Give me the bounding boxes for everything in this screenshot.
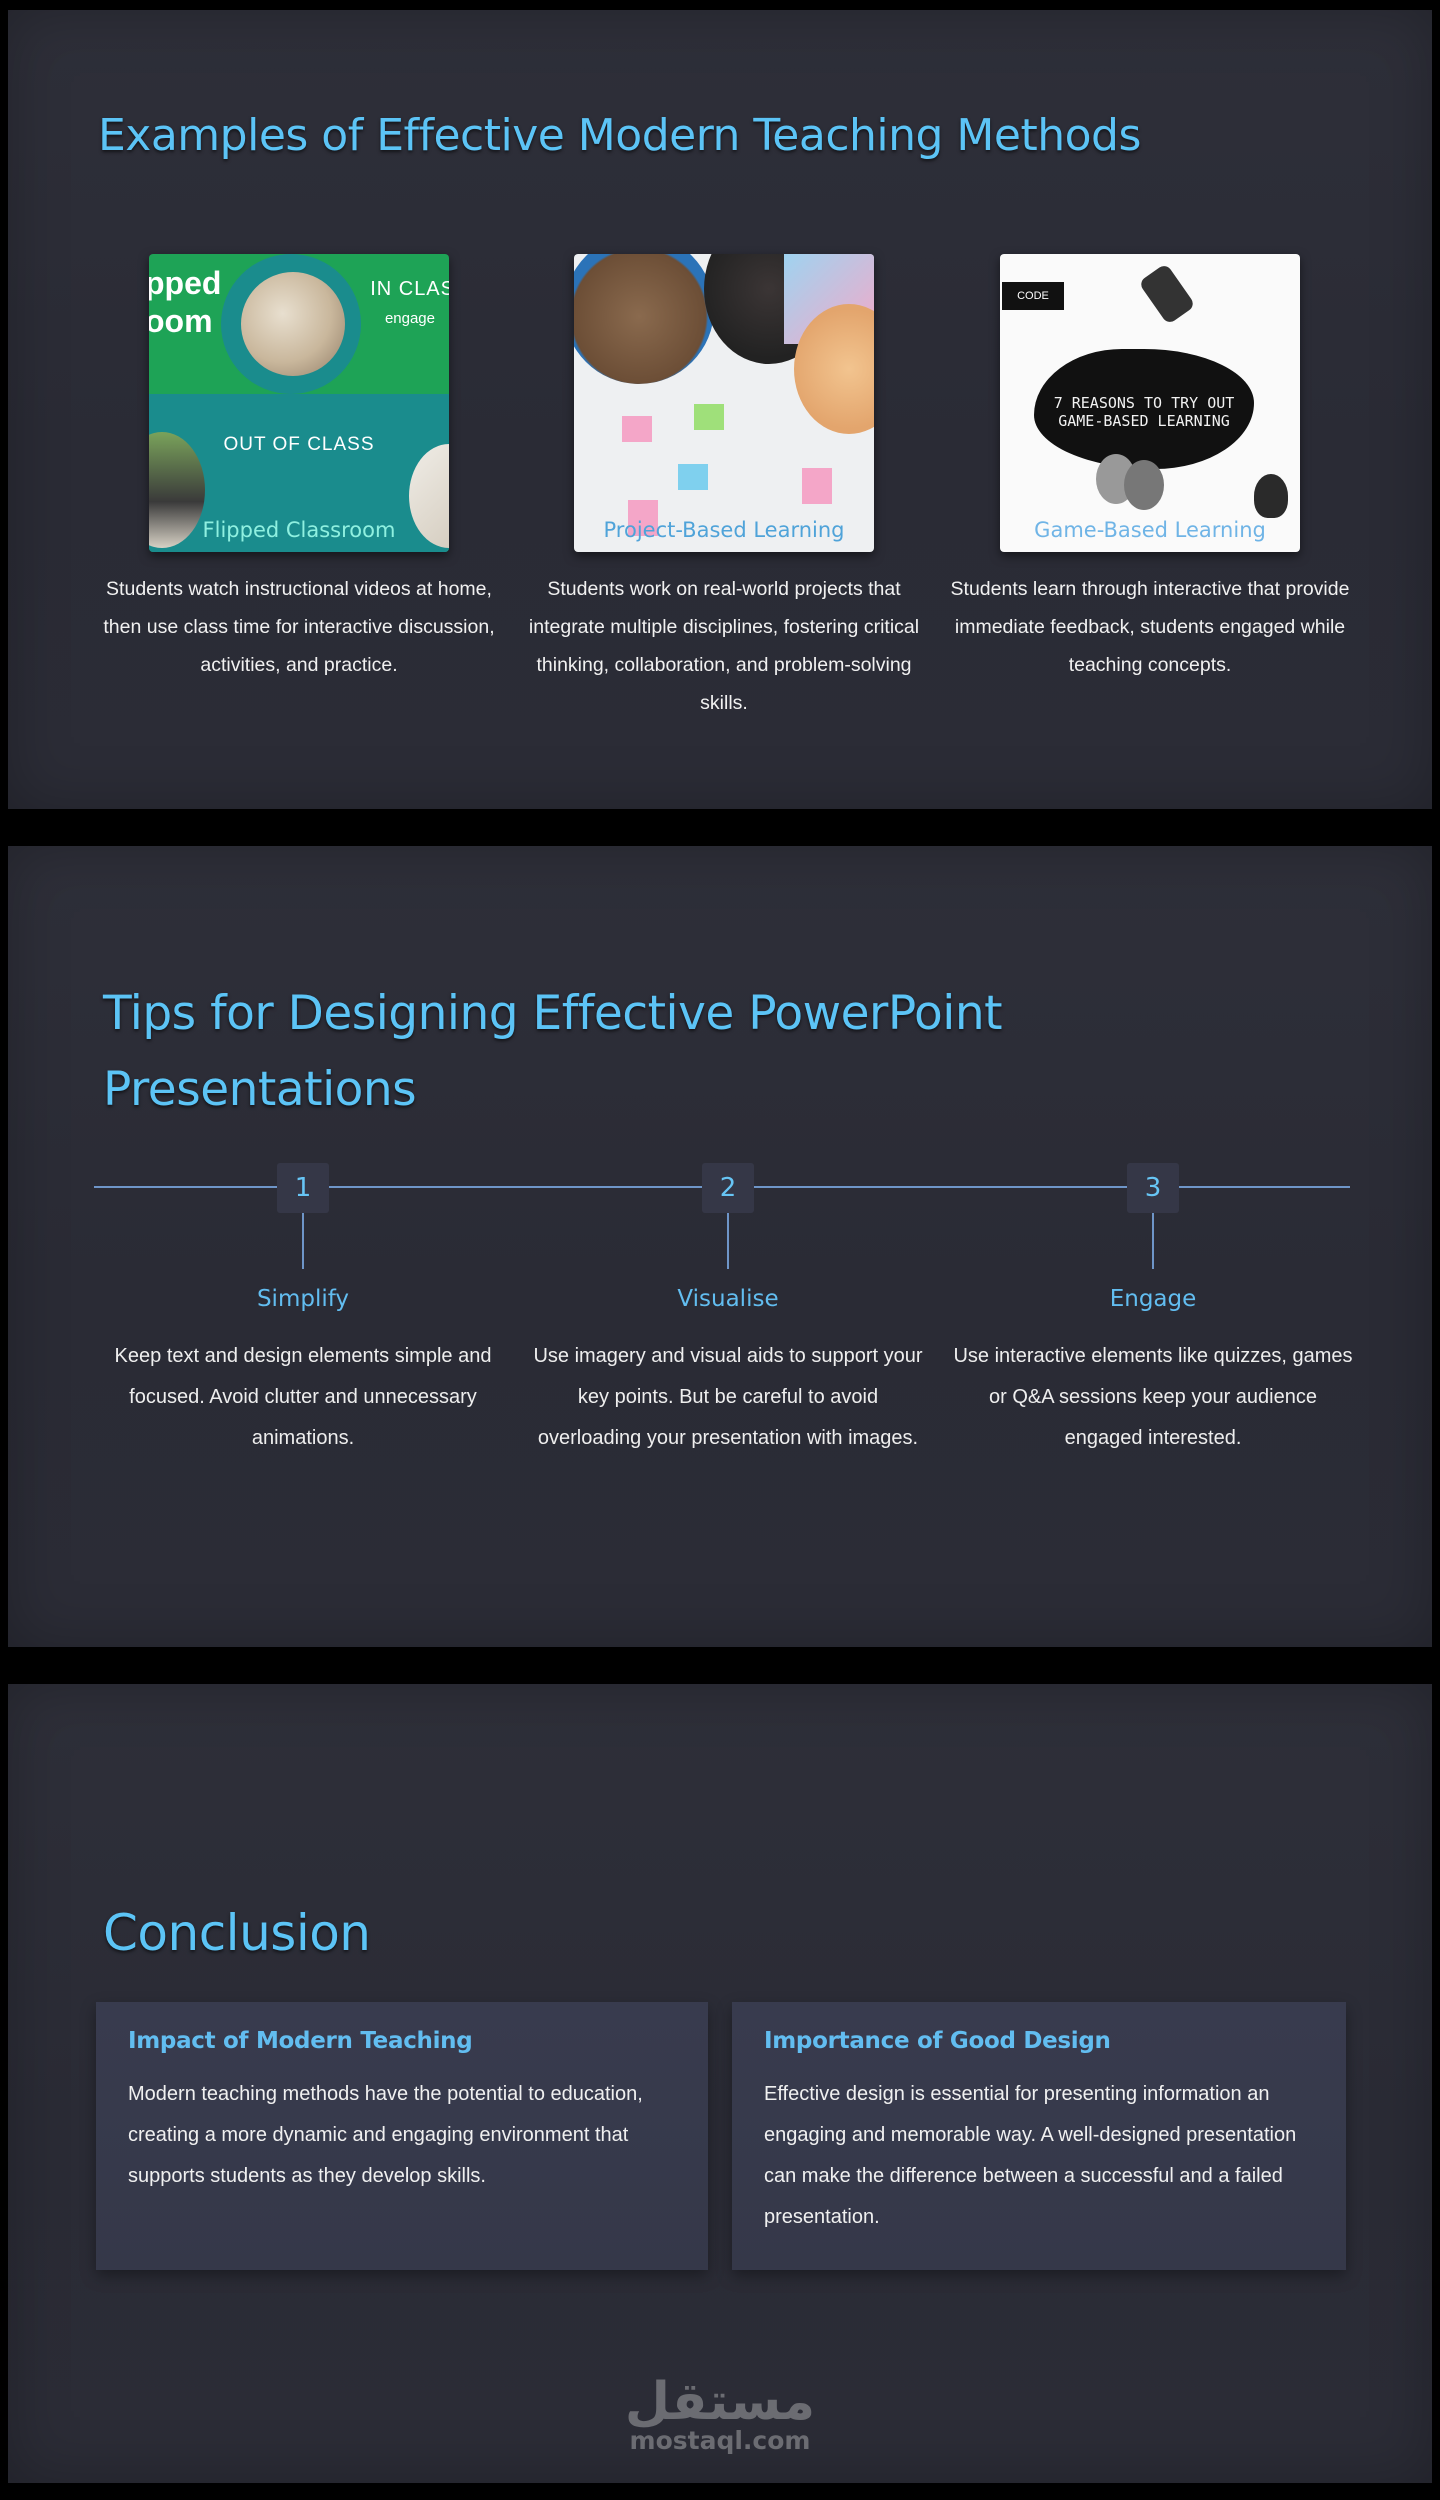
step-description: Use interactive elements like quizzes, g…	[953, 1345, 1353, 1449]
card-body: Modern teaching methods have the potenti…	[128, 2083, 643, 2187]
step-title: Engage	[1109, 1286, 1197, 1312]
step-number-badge: 1	[277, 1163, 329, 1213]
step-title: Simplify	[256, 1286, 350, 1312]
slide-design-tips: Tips for Designing Effective PowerPoint …	[8, 846, 1432, 1647]
card-body: Effective design is essential for presen…	[764, 2083, 1297, 2228]
step-number-badge: 3	[1127, 1163, 1179, 1213]
image-caption: Flipped Classroom	[202, 518, 396, 542]
project-based-learning-image: Project-Based Learning	[574, 254, 874, 552]
step-connector	[727, 1213, 729, 1269]
image-text-engage: engage	[384, 310, 435, 327]
step-title: Visualise	[677, 1286, 779, 1312]
image-text-big: pped oom	[149, 265, 222, 339]
card-title: Impact of Modern Teaching	[128, 2028, 473, 2054]
step-connector	[302, 1213, 304, 1269]
method-game-based-learning: CODE 7 REASONS TO TRY OUT GAME-BASED LEA…	[940, 254, 1360, 684]
image-caption: Project-Based Learning	[603, 518, 845, 542]
slide-conclusion: Conclusion Impact of Modern Teaching Mod…	[8, 1684, 1432, 2483]
watermark-arabic: مستقل	[624, 2372, 816, 2432]
step-description: Keep text and design elements simple and…	[114, 1345, 492, 1449]
step-number-badge: 2	[702, 1163, 754, 1213]
classroom-photo	[241, 272, 345, 376]
step-connector	[1152, 1213, 1154, 1269]
image-text-headline: 7 REASONS TO TRY OUT GAME-BASED LEARNING	[1053, 394, 1235, 430]
image-text-in-class: IN CLAS	[370, 278, 449, 300]
flipped-classroom-image: pped oom IN CLAS engage OUT OF CLASS Fli…	[149, 254, 449, 552]
slide-title: Conclusion	[103, 1904, 371, 1962]
method-description: Students learn through interactive that …	[950, 578, 1350, 676]
slide-title: Examples of Effective Modern Teaching Me…	[98, 110, 1141, 161]
image-text-out-of-class: OUT OF CLASS	[223, 434, 375, 455]
method-flipped-classroom: pped oom IN CLAS engage OUT OF CLASS Fli…	[89, 254, 509, 684]
conclusion-card-design: Importance of Good Design Effective desi…	[732, 2002, 1346, 2270]
watermark-domain: mostaql.com	[629, 2426, 811, 2455]
method-description: Students watch instructional videos at h…	[103, 578, 495, 676]
card-title: Importance of Good Design	[764, 2028, 1111, 2054]
image-caption: Game-Based Learning	[1034, 518, 1266, 542]
conclusion-card-impact: Impact of Modern Teaching Modern teachin…	[96, 2002, 708, 2270]
game-based-learning-image: CODE 7 REASONS TO TRY OUT GAME-BASED LEA…	[1000, 254, 1300, 552]
step-description: Use imagery and visual aids to support y…	[533, 1345, 923, 1449]
watermark-logo: مستقل mostaql.com	[8, 2374, 1432, 2455]
slide-title: Tips for Designing Effective PowerPoint …	[103, 986, 1003, 1117]
method-description: Students work on real-world projects tha…	[528, 578, 920, 714]
image-text-sign: CODE	[1002, 282, 1064, 310]
slide-teaching-methods: Examples of Effective Modern Teaching Me…	[8, 10, 1432, 809]
method-project-based-learning: Project-Based Learning Students work on …	[514, 254, 934, 722]
